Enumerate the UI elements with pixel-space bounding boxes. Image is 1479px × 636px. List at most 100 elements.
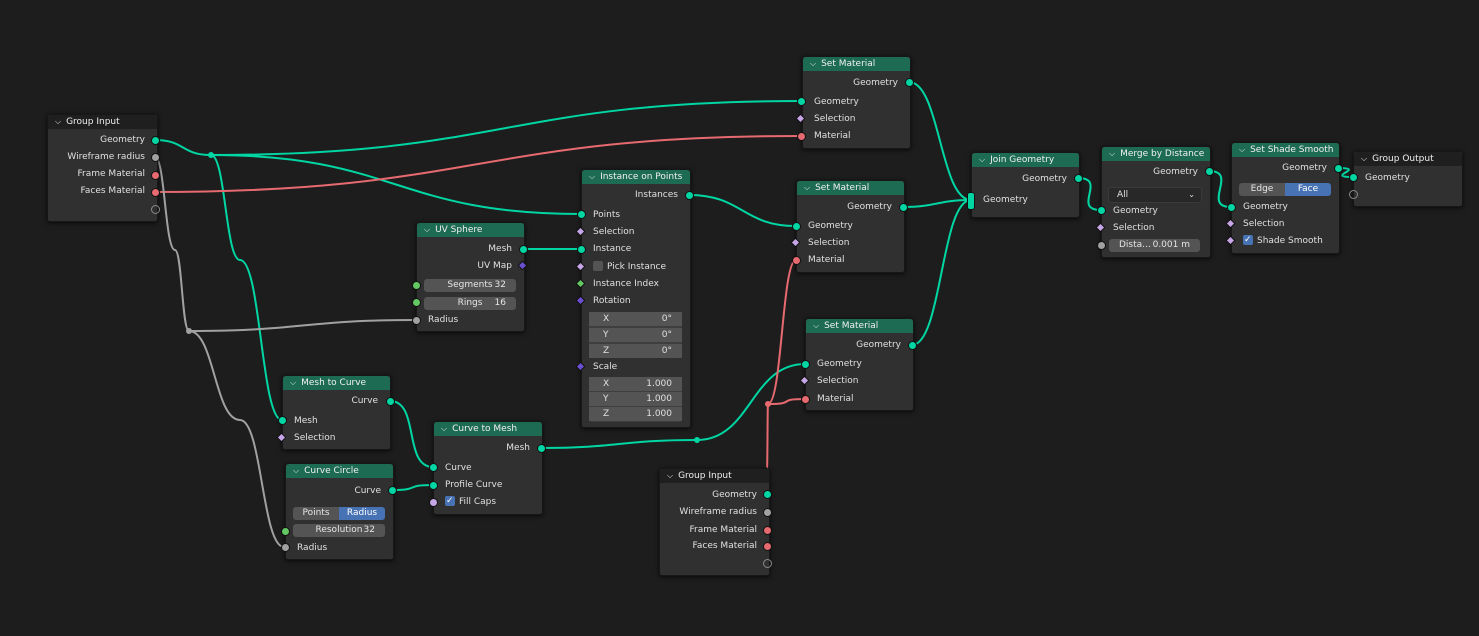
set-material-node-2[interactable]: ⌵Set Material Geometry Geometry Selectio… <box>796 180 905 273</box>
socket-material[interactable] <box>801 395 810 404</box>
socket-geometry[interactable] <box>797 97 806 106</box>
socket-integer[interactable] <box>412 281 421 290</box>
scale-z-field[interactable]: Z1.000 <box>589 407 682 421</box>
reroute-node[interactable] <box>694 437 700 443</box>
node-header[interactable]: ⌵Group Output <box>1354 152 1462 166</box>
rotation-vector[interactable]: X0° Y0° Z0° <box>589 312 682 358</box>
node-header[interactable]: ⌵Curve Circle <box>286 464 393 478</box>
socket-geometry[interactable] <box>1205 167 1214 176</box>
link-float[interactable] <box>189 320 416 331</box>
curve-to-mesh-node[interactable]: ⌵Curve to Mesh Mesh Curve Profile Curve … <box>433 421 543 515</box>
socket-geometry[interactable] <box>577 245 586 254</box>
chevron-down-icon[interactable]: ⌵ <box>979 153 985 167</box>
socket-float[interactable] <box>763 508 772 517</box>
domain-face-button[interactable]: Face <box>1285 183 1331 196</box>
node-header[interactable]: ⌵Merge by Distance <box>1102 147 1210 161</box>
set-shade-smooth-node[interactable]: ⌵Set Shade Smooth Geometry Edge Face Geo… <box>1231 142 1340 254</box>
rotation-x-field[interactable]: X0° <box>589 312 682 326</box>
link-geometry[interactable] <box>912 200 971 345</box>
socket-geometry[interactable] <box>429 481 438 490</box>
link-geometry[interactable] <box>390 401 433 467</box>
socket-geometry[interactable] <box>792 222 801 231</box>
socket-geometry[interactable] <box>278 416 287 425</box>
link-float[interactable] <box>189 331 284 547</box>
socket-geometry[interactable] <box>1334 164 1343 173</box>
chevron-down-icon[interactable]: ⌵ <box>290 376 296 390</box>
reroute-node[interactable] <box>186 328 192 334</box>
fill-caps-checkbox[interactable]: Fill Caps <box>445 495 496 509</box>
curve-circle-node[interactable]: ⌵Curve Circle Curve Points Radius Resolu… <box>285 463 394 560</box>
socket-material[interactable] <box>151 171 160 180</box>
socket-float[interactable] <box>1097 241 1106 250</box>
mode-points-button[interactable]: Points <box>293 507 339 520</box>
chevron-down-icon[interactable]: ⌵ <box>667 469 673 483</box>
link-geometry[interactable] <box>909 82 971 200</box>
chevron-down-icon[interactable]: ⌵ <box>804 181 810 195</box>
scale-y-field[interactable]: Y1.000 <box>589 392 682 406</box>
node-header[interactable]: ⌵Mesh to Curve <box>283 376 390 390</box>
mesh-to-curve-node[interactable]: ⌵Mesh to Curve Curve Mesh Selection <box>282 375 391 450</box>
socket-geometry-multi[interactable] <box>967 192 975 210</box>
chevron-down-icon[interactable]: ⌵ <box>810 57 816 71</box>
node-header[interactable]: ⌵Set Shade Smooth <box>1232 143 1339 157</box>
link-geometry[interactable] <box>697 364 805 440</box>
node-header[interactable]: ⌵Group Input <box>660 469 769 483</box>
domain-edge-button[interactable]: Edge <box>1239 183 1285 196</box>
link-geometry[interactable] <box>211 155 282 420</box>
socket-float[interactable] <box>412 316 421 325</box>
socket-geometry[interactable] <box>151 136 160 145</box>
domain-toggle[interactable]: Edge Face <box>1239 183 1331 196</box>
node-header[interactable]: ⌵Instance on Points <box>582 170 690 184</box>
segments-field[interactable]: Segments32 <box>424 279 516 292</box>
socket-empty[interactable] <box>151 205 160 214</box>
socket-material[interactable] <box>763 526 772 535</box>
chevron-down-icon[interactable]: ⌵ <box>55 115 61 129</box>
chevron-down-icon[interactable]: ⌵ <box>424 223 430 237</box>
reroute-node[interactable] <box>208 152 214 158</box>
socket-material[interactable] <box>151 188 160 197</box>
resolution-field[interactable]: Resolution32 <box>293 524 385 537</box>
rotation-y-field[interactable]: Y0° <box>589 328 682 342</box>
socket-geometry[interactable] <box>537 444 546 453</box>
chevron-down-icon[interactable]: ⌵ <box>813 319 819 333</box>
node-header[interactable]: ⌵Set Material <box>806 319 913 333</box>
socket-geometry[interactable] <box>1097 206 1106 215</box>
node-header[interactable]: ⌵Set Material <box>803 57 910 71</box>
rings-field[interactable]: Rings16 <box>424 297 516 310</box>
link-float[interactable] <box>155 157 189 331</box>
node-header[interactable]: ⌵UV Sphere <box>417 223 524 237</box>
mode-toggle[interactable]: Points Radius <box>293 507 385 520</box>
socket-material[interactable] <box>763 542 772 551</box>
node-header[interactable]: ⌵Group Input <box>48 115 157 129</box>
rotation-z-field[interactable]: Z0° <box>589 344 682 358</box>
group-input-node[interactable]: ⌵Group Input Geometry Wireframe radius F… <box>47 114 158 222</box>
mode-dropdown[interactable]: All⌄ <box>1108 187 1202 203</box>
socket-integer[interactable] <box>281 527 290 536</box>
socket-integer[interactable] <box>412 298 421 307</box>
link-material[interactable] <box>155 136 801 192</box>
socket-geometry[interactable] <box>1074 174 1083 183</box>
socket-geometry[interactable] <box>905 78 914 87</box>
reroute-node[interactable] <box>765 401 771 407</box>
checkbox-checked-icon[interactable] <box>445 496 455 506</box>
checkbox-checked-icon[interactable] <box>1243 235 1253 245</box>
node-header[interactable]: ⌵Join Geometry <box>972 153 1079 167</box>
link-geometry[interactable] <box>689 195 796 226</box>
chevron-down-icon[interactable]: ⌵ <box>1239 143 1245 157</box>
group-output-node[interactable]: ⌵Group Output Geometry <box>1353 151 1463 207</box>
socket-geometry[interactable] <box>1227 203 1236 212</box>
socket-geometry[interactable] <box>1349 173 1358 182</box>
node-header[interactable]: ⌵Curve to Mesh <box>434 422 542 436</box>
pick-instance-checkbox[interactable]: Pick Instance <box>593 260 666 274</box>
link-material[interactable] <box>767 260 796 468</box>
socket-geometry[interactable] <box>685 191 694 200</box>
chevron-down-icon[interactable]: ⌵ <box>293 464 299 478</box>
link-geometry[interactable] <box>541 440 697 448</box>
set-material-node-1[interactable]: ⌵Set Material Geometry Geometry Selectio… <box>802 56 911 149</box>
link-geometry[interactable] <box>211 101 801 155</box>
socket-geometry[interactable] <box>386 397 395 406</box>
instance-on-points-node[interactable]: ⌵Instance on Points Instances Points Sel… <box>581 169 691 428</box>
group-input-node-2[interactable]: ⌵Group Input Geometry Wireframe radius F… <box>659 468 770 576</box>
chevron-down-icon[interactable]: ⌵ <box>589 170 595 184</box>
socket-geometry[interactable] <box>899 203 908 212</box>
